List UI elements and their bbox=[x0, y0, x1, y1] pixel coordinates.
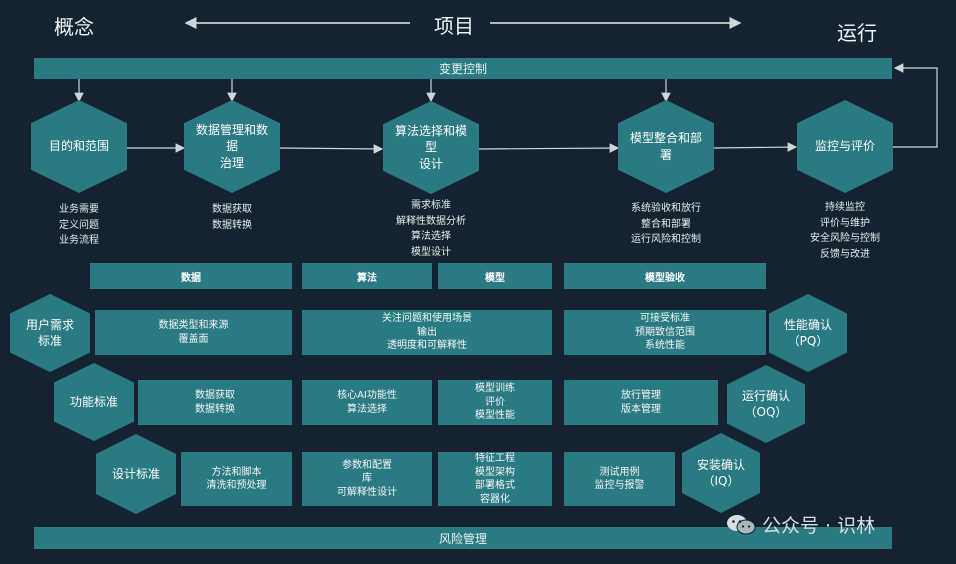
stage-items-integration-deploy: 系统验收和放行 整合和部署 运行风险和控制 bbox=[631, 203, 701, 245]
stage-items-data-management: 数据获取 数据转换 bbox=[212, 204, 252, 231]
stage-items-purpose-scope: 业务需要 定义问题 业务流程 bbox=[59, 204, 99, 246]
cell-r1-data: 数据类型和来源 覆盖面 bbox=[95, 310, 292, 355]
phase-operation: 运行 bbox=[837, 21, 877, 45]
cell-r3-model: 特征工程 模型架构 部署格式 容器化 bbox=[438, 452, 552, 506]
column-header-acceptance: 模型验收 bbox=[564, 263, 766, 289]
level-hex-operational-qualification: 运行确认 （OQ） bbox=[727, 365, 805, 443]
watermark-text: 公众号 · 识林 bbox=[762, 515, 876, 537]
cell-r2-acceptance: 放行管理 版本管理 bbox=[564, 380, 718, 425]
wechat-icon bbox=[727, 514, 756, 534]
phase-concept: 概念 bbox=[54, 15, 94, 39]
cell-r2-algorithm: 核心AI功能性 算法选择 bbox=[302, 380, 432, 425]
change-control-bar: 变更控制 bbox=[34, 58, 892, 79]
cell-r1-acceptance: 可接受标准 预期致信范围 系统性能 bbox=[564, 310, 766, 355]
level-hex-design-spec: 设计标准 bbox=[96, 434, 176, 514]
level-hex-performance-qualification: 性能确认 （PQ） bbox=[769, 294, 847, 372]
cell-r3-data: 方法和脚本 清洗和预处理 bbox=[181, 452, 292, 506]
stage-hex-data-management: 数据管理和数据 治理 bbox=[184, 100, 280, 193]
cell-r1-algorithm: 关注问题和使用场景 输出 透明度和可解释性 bbox=[302, 310, 552, 355]
level-hex-functional-spec: 功能标准 bbox=[54, 363, 134, 441]
watermark: 公众号 · 识林 bbox=[726, 511, 875, 538]
cell-r3-acceptance: 测试用例 监控与报警 bbox=[564, 452, 675, 506]
stage-hex-algorithm-design: 算法选择和模型 设计 bbox=[383, 101, 479, 194]
risk-management-bar: 风险管理 bbox=[34, 527, 892, 549]
level-hex-installation-qualification: 安装确认 （IQ） bbox=[682, 433, 760, 513]
stage-hex-monitor-evaluate: 监控与评价 bbox=[797, 100, 893, 193]
level-hex-user-requirements: 用户需求 标准 bbox=[10, 294, 90, 372]
cell-r2-data: 数据获取 数据转换 bbox=[138, 380, 292, 425]
cell-r2-model: 模型训练 评价 模型性能 bbox=[438, 380, 552, 425]
cell-r3-algorithm: 参数和配置 库 可解释性设计 bbox=[302, 452, 432, 506]
stage-items-monitor-evaluate: 持续监控 评价与维护 安全风险与控制 反馈与改进 bbox=[810, 202, 880, 260]
phase-project: 项目 bbox=[434, 14, 474, 38]
feedback-loop-arrow bbox=[892, 63, 938, 148]
column-header-algorithm: 算法 bbox=[302, 263, 432, 289]
column-header-data: 数据 bbox=[90, 263, 292, 289]
stage-hex-purpose-scope: 目的和范围 bbox=[31, 100, 127, 193]
stage-items-algorithm-design: 需求标准 解释性数据分析 算法选择 模型设计 bbox=[396, 200, 466, 258]
column-header-model: 模型 bbox=[438, 263, 552, 289]
stage-hex-integration-deploy: 模型整合和部署 bbox=[618, 100, 714, 193]
